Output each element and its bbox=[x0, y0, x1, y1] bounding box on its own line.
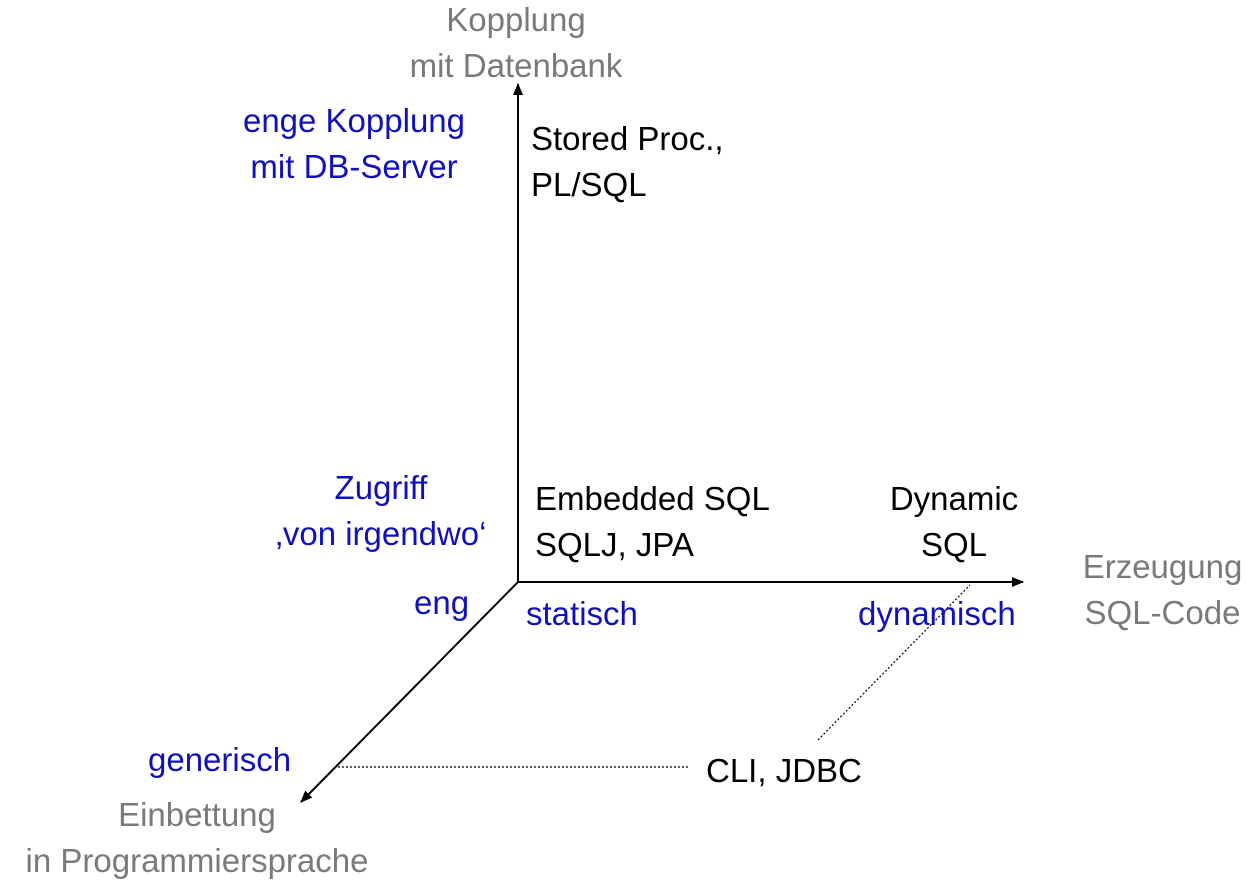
stored-proc-line1: Stored Proc., bbox=[531, 120, 724, 157]
horizontal-axis-title-line1: Erzeugung bbox=[1082, 548, 1243, 585]
dynamic-line1: Dynamic bbox=[889, 480, 1019, 517]
embedded-sql-label: Embedded SQL SQLJ, JPA bbox=[535, 476, 770, 568]
vertical-axis-title: Kopplung mit Datenbank bbox=[356, 0, 676, 89]
diagonal-axis-title-line1: Einbettung bbox=[118, 796, 276, 833]
access-anywhere-label: Zugriff ‚von irgendwo‘ bbox=[250, 465, 512, 557]
diagonal-axis bbox=[300, 581, 519, 803]
stored-proc-line2: PL/SQL bbox=[531, 166, 647, 203]
access-line2: ‚von irgendwo‘ bbox=[275, 515, 487, 552]
coupling-tight-line1: enge Kopplung bbox=[242, 102, 466, 139]
horizontal-axis-title: Erzeugung SQL-Code bbox=[1066, 544, 1259, 636]
dynamic-sql-label: Dynamic SQL bbox=[870, 476, 1038, 568]
embedding-tight-label: eng bbox=[414, 584, 470, 621]
stored-procedures-label: Stored Proc., PL/SQL bbox=[531, 116, 724, 208]
vertical-axis-title-line2: mit Datenbank bbox=[409, 47, 623, 84]
generation-dynamic-label: dynamisch bbox=[858, 595, 1016, 632]
access-line1: Zugriff bbox=[334, 469, 428, 506]
embedded-line2: SQLJ, JPA bbox=[535, 526, 694, 563]
diagonal-axis-title-line2: in Programmiersprache bbox=[25, 842, 369, 879]
diagonal-axis-title: Einbettung in Programmiersprache bbox=[0, 792, 394, 884]
cli-jdbc-label: CLI, JDBC bbox=[706, 752, 862, 789]
coupling-tight-label: enge Kopplung mit DB-Server bbox=[214, 98, 494, 190]
vertical-axis-title-line1: Kopplung bbox=[446, 1, 586, 38]
generation-static-label: statisch bbox=[526, 595, 638, 632]
coupling-tight-line2: mit DB-Server bbox=[250, 148, 458, 185]
embedded-line1: Embedded SQL bbox=[535, 480, 770, 517]
dotted-guide-diagonal bbox=[817, 584, 971, 741]
dynamic-line2: SQL bbox=[920, 526, 988, 563]
horizontal-axis-title-line2: SQL-Code bbox=[1084, 594, 1241, 631]
embedding-generic-label: generisch bbox=[148, 741, 292, 778]
